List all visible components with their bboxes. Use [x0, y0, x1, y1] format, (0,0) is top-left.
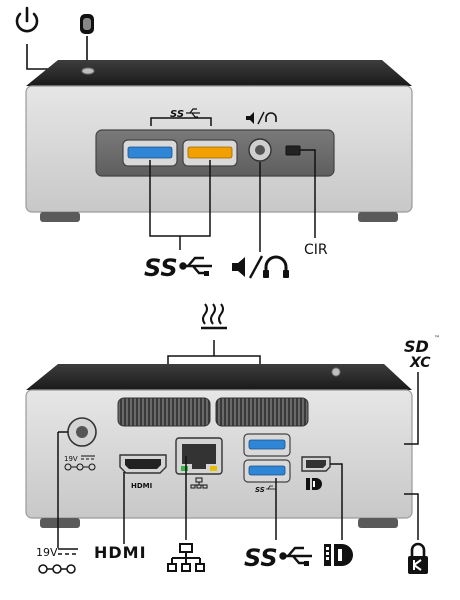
audio-icon	[232, 255, 289, 279]
vent-right	[215, 397, 309, 427]
audio-top-icon	[246, 111, 277, 125]
front-foot-left	[40, 212, 80, 222]
sdxc-top-label: SD	[404, 337, 429, 356]
back-usb-trident-square	[304, 561, 309, 566]
sdxc-bottom-label: XC	[409, 355, 431, 371]
dc-polarity-icon	[38, 548, 78, 574]
ethernet-icon	[167, 543, 205, 572]
usb-top-bracket	[150, 117, 212, 126]
cir-window	[285, 145, 301, 156]
hdmi-label: HDMI	[94, 543, 147, 562]
front-foot-right	[358, 212, 398, 222]
displayport-icon	[324, 544, 353, 566]
dc-jack[interactable]	[67, 417, 97, 447]
displayport-small-icon	[306, 478, 322, 490]
dc-small-label: 19V	[64, 455, 78, 463]
dc-label: 19V	[36, 546, 58, 559]
back-usb-port-top[interactable]	[243, 433, 291, 457]
usb-trident-square	[204, 271, 209, 276]
mini-displayport-port[interactable]	[301, 456, 331, 472]
sdxc-logo-icon: SD XC ™	[404, 335, 440, 371]
power-icon	[15, 6, 39, 33]
usb-label: SS	[144, 254, 178, 282]
front-usb-port-blue[interactable]	[122, 139, 178, 167]
heat-vent-icon	[201, 303, 227, 330]
ethernet-small-icon	[190, 477, 208, 489]
back-chassis-top	[26, 364, 412, 390]
drive-activity-icon	[80, 14, 94, 34]
back-usb-label: SS	[244, 544, 278, 572]
back-foot-right	[358, 518, 398, 528]
audio-jack[interactable]	[248, 138, 272, 162]
displayport-leader-line	[330, 463, 343, 540]
usb-top-label: SS	[170, 109, 184, 120]
front-chassis-top	[26, 60, 412, 86]
front-view: SS SS	[15, 6, 413, 282]
sdxc-leader-line	[404, 372, 419, 445]
usb-trident-icon	[179, 256, 212, 275]
back-button[interactable]	[331, 367, 341, 377]
back-foot-left	[40, 518, 80, 528]
cir-leader-line	[300, 149, 316, 238]
usb-top-trident-icon	[186, 108, 200, 118]
front-usb-port-orange[interactable]	[182, 139, 238, 167]
back-usb-port-bottom[interactable]	[243, 459, 291, 483]
hdmi-small-label: HDMI	[131, 482, 152, 490]
kensington-lock-icon	[408, 542, 428, 574]
dc-small-polarity-icon	[64, 455, 96, 471]
hdmi-port[interactable]	[119, 454, 167, 474]
back-view: 19V HDMI	[25, 303, 440, 574]
lock-leader-line	[404, 493, 419, 540]
vent-left	[117, 397, 211, 427]
sdxc-tm: ™	[434, 335, 440, 342]
cir-label: CIR	[304, 242, 328, 258]
back-usb-trident-icon	[279, 546, 312, 565]
ethernet-port[interactable]	[175, 437, 223, 475]
usb-small-trident-icon	[266, 485, 276, 490]
usb-small-label: SS	[255, 486, 265, 494]
power-button[interactable]	[81, 67, 95, 75]
